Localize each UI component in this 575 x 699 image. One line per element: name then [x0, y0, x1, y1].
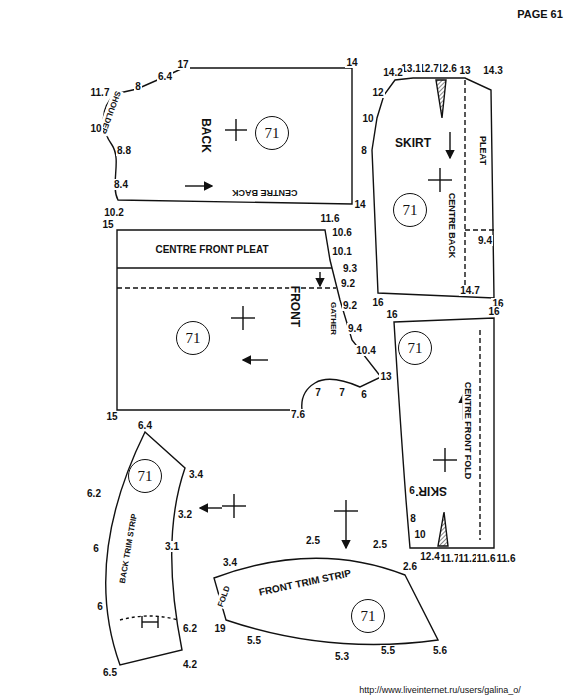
measurement: 6.5 — [102, 667, 118, 678]
measurement: 3.1 — [164, 541, 180, 552]
measurement: 9.3 — [342, 263, 358, 274]
edge-note: CENTRE FRONT PLEAT — [154, 244, 269, 255]
piece-number-circle: 71 — [176, 321, 210, 355]
piece-number: 71 — [265, 125, 280, 142]
measurement: 13 — [379, 371, 392, 382]
measurement: 6.4 — [137, 420, 153, 431]
measurement: 14.2 — [382, 67, 403, 78]
piece-number: 71 — [186, 330, 201, 347]
measurement: 10.6 — [331, 227, 352, 238]
measurement: 8 — [134, 81, 142, 92]
measurement: 10 — [89, 123, 102, 134]
measurement: 8.8 — [116, 145, 132, 156]
measurement: 11.6 — [476, 553, 497, 564]
measurement: 10.2 — [103, 207, 124, 218]
measurement: 7 — [338, 387, 346, 398]
piece-name: SKIRT — [394, 138, 432, 149]
piece-number: 71 — [361, 608, 376, 625]
measurement: 14 — [345, 57, 358, 68]
measurement: 7.6 — [290, 409, 306, 420]
edge-note: CENTRE FRONT FOLD — [463, 380, 474, 480]
edge-note: FOLD — [215, 583, 233, 609]
measurement: 9.4 — [477, 235, 493, 246]
edge-note: CENTRE BACK — [446, 191, 457, 259]
measurement: 10 — [413, 529, 426, 540]
measurement: 12.4 — [419, 551, 440, 562]
measurement: 12 — [371, 87, 384, 98]
piece-number-circle: 71 — [255, 116, 289, 150]
measurement: 10.1 — [331, 246, 352, 257]
measurement: 6 — [96, 601, 104, 612]
piece-number-circle: 71 — [398, 331, 432, 365]
piece-number: 71 — [408, 340, 423, 357]
piece-number-circle: 71 — [393, 193, 427, 227]
measurement: 16 — [385, 309, 398, 320]
measurement: 6 — [92, 543, 100, 554]
measurement: 14 — [353, 199, 366, 210]
measurement: 6 — [408, 485, 416, 496]
measurement: 4.2 — [182, 659, 198, 670]
edge-note: GATHER — [329, 300, 340, 335]
measurement: 9.2 — [342, 300, 358, 311]
piece-name: BACK — [199, 117, 210, 154]
measurement: 19 — [213, 623, 226, 634]
measurement: 9.2 — [340, 278, 356, 289]
measurement: 10 — [361, 113, 374, 124]
measurement: 8 — [360, 145, 368, 156]
piece-name: BACK TRIM STRIP — [116, 511, 139, 584]
measurement: 3.4 — [222, 557, 238, 568]
measurement: 14.3 — [482, 65, 503, 76]
measurement: 17 — [176, 59, 189, 70]
measurement: 5.3 — [334, 651, 350, 662]
measurement: 13 — [458, 65, 471, 76]
measurement: 7 — [314, 387, 322, 398]
page-number: PAGE 61 — [516, 9, 564, 20]
measurement: 14.7 — [459, 285, 480, 296]
measurement: 11.6 — [320, 213, 341, 224]
measurement: 8 — [409, 513, 417, 524]
watermark: http://www.liveinternet.ru/users/galina_… — [358, 685, 522, 696]
measurement: 5.5 — [380, 645, 396, 656]
edge-note: PLEAT — [477, 135, 488, 166]
piece-number-circle: 71 — [128, 459, 162, 493]
edge-note: CENTRE BACK — [231, 187, 299, 198]
piece-number: 71 — [138, 468, 153, 485]
measurement: 8.4 — [113, 179, 129, 190]
measurement: 6.2 — [182, 623, 198, 634]
measurement: 11.6 — [496, 553, 517, 564]
measurement: 3.4 — [188, 469, 204, 480]
measurement: 11.7 — [90, 87, 111, 98]
measurement: 3.2 — [177, 509, 193, 520]
measurement: 15 — [101, 219, 114, 230]
measurement: 6.4 — [157, 71, 173, 82]
piece-name: FRONT — [289, 284, 300, 327]
measurement: 9.4 — [347, 323, 363, 334]
measurement: 6.2 — [86, 488, 102, 499]
measurement: 6 — [360, 389, 368, 400]
piece-number: 71 — [403, 202, 418, 219]
measurement: 10.4 — [355, 345, 376, 356]
measurement: 16 — [371, 297, 384, 308]
measurement: 2.5 — [372, 539, 388, 550]
piece-name: FRONT TRIM STRIP — [257, 567, 353, 598]
measurement: 15 — [105, 411, 118, 422]
measurement: 16 — [487, 306, 500, 317]
measurement: 2.6 — [402, 561, 418, 572]
measurement: 5.5 — [246, 635, 262, 646]
measurement: 5.6 — [432, 645, 448, 656]
piece-number-circle: 71 — [351, 599, 385, 633]
measurement: 2.5 — [305, 535, 321, 546]
